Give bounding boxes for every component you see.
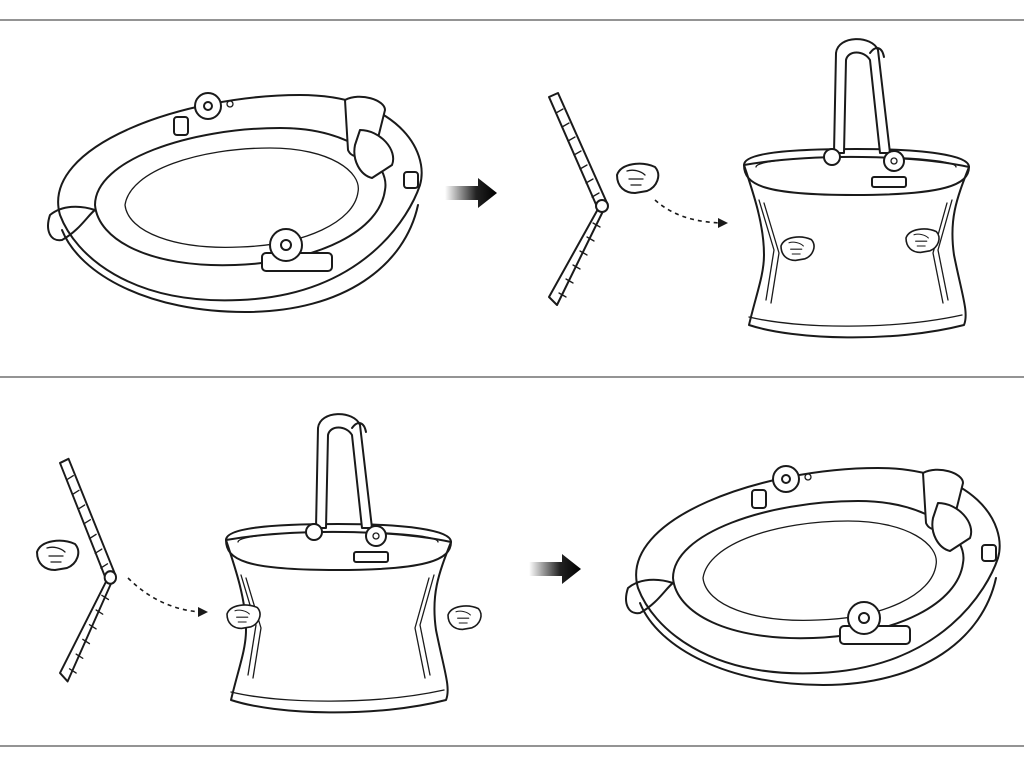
top-panel: [47, 38, 970, 339]
hand-icon: [780, 236, 815, 262]
hand-icon: [447, 605, 482, 631]
frame-bar-illustration: [58, 457, 118, 683]
open-basket-illustration: [743, 38, 970, 339]
folded-basket-illustration: [47, 92, 423, 313]
bottom-panel: [36, 413, 1001, 714]
folded-basket-illustration: [625, 465, 1001, 686]
step-arrow: [529, 554, 581, 584]
frame-bar-illustration: [548, 92, 609, 306]
hand-icon: [905, 228, 940, 254]
open-basket-illustration: [225, 413, 452, 714]
step-arrow: [445, 178, 497, 208]
hand-icon: [616, 162, 660, 194]
dashed-arrowhead: [198, 607, 208, 617]
hand-icon: [226, 604, 261, 630]
dashed-path-arrow: [127, 577, 201, 613]
hand-icon: [36, 539, 80, 571]
dashed-path-arrow: [654, 199, 721, 224]
dashed-arrowhead: [718, 218, 728, 228]
